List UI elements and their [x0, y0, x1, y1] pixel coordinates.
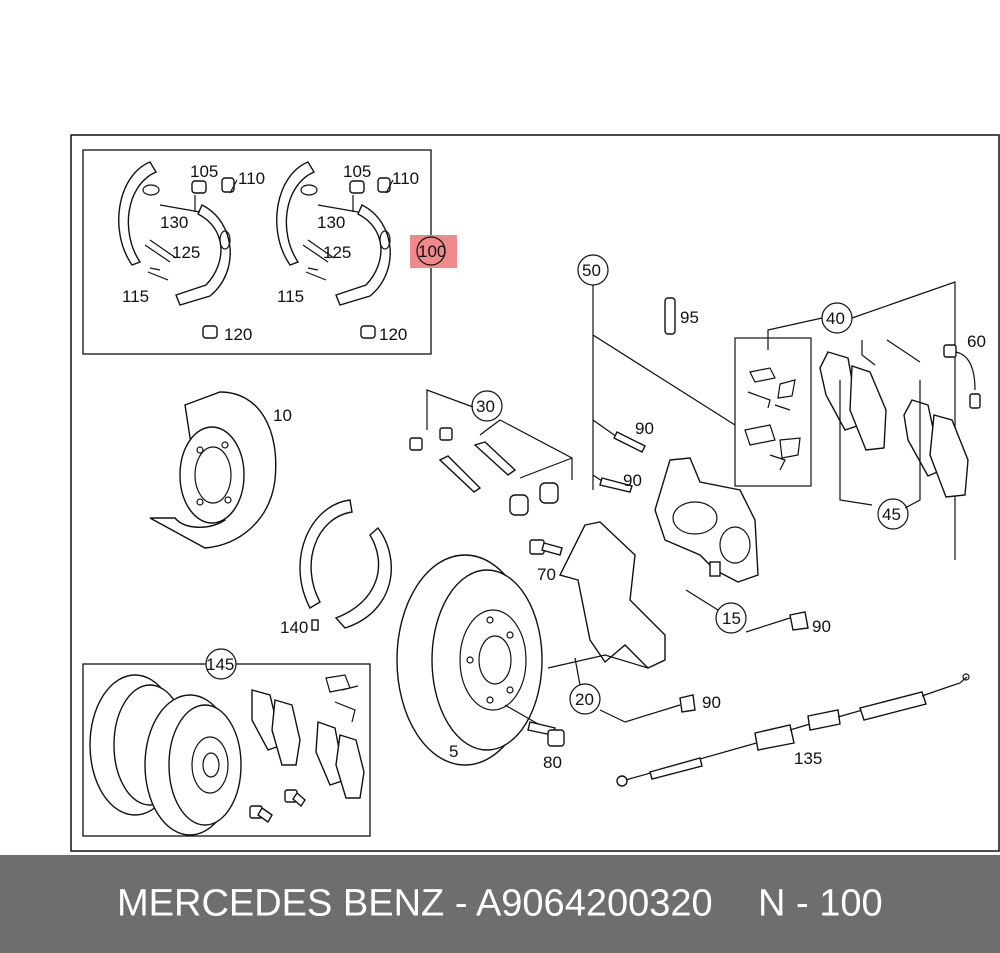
label-130-right: 130	[317, 213, 345, 232]
brake-pads-upper	[819, 351, 887, 451]
pad-clips	[744, 367, 801, 471]
parking-brake-cable	[616, 673, 970, 787]
clip-kit-box	[734, 337, 812, 487]
label-90-c: 90	[812, 617, 831, 636]
label-125-left: 125	[172, 243, 200, 262]
callout-50[interactable]: 50	[582, 261, 601, 280]
label-90-a: 90	[635, 419, 654, 438]
hardware-group-30	[409, 389, 573, 516]
label-120-left: 120	[224, 325, 252, 344]
footer-part-number: MERCEDES BENZ - A9064200320	[117, 882, 713, 925]
label-5: 5	[449, 742, 458, 761]
brake-shoes	[299, 499, 392, 631]
callout-145[interactable]: 145	[206, 655, 234, 674]
label-90-b: 90	[623, 471, 642, 490]
shoe-set-right	[276, 161, 394, 339]
label-115-left: 115	[122, 287, 149, 306]
callout-30-circle	[471, 390, 503, 422]
bolt-80	[527, 721, 565, 747]
brake-pads-lower	[903, 399, 969, 498]
kit-145-pads	[251, 674, 365, 799]
highlight-100	[410, 235, 457, 268]
label-80: 80	[543, 753, 562, 772]
brake-disc	[396, 554, 543, 766]
label-60: 60	[967, 332, 986, 351]
kit-145-discs	[89, 674, 242, 836]
label-10: 10	[273, 406, 292, 425]
callout-30[interactable]: 30	[476, 397, 495, 416]
footer-position: N - 100	[758, 882, 883, 925]
bolt-70	[529, 539, 563, 556]
callout-40[interactable]: 40	[826, 309, 845, 328]
label-110-right: 110	[392, 169, 419, 188]
wear-sensor	[943, 344, 981, 409]
callout-100[interactable]: 100	[418, 242, 446, 261]
label-70: 70	[537, 565, 556, 584]
backing-plate	[149, 391, 277, 549]
callout-20[interactable]: 20	[575, 690, 594, 709]
footer-bar: MERCEDES BENZ - A9064200320 N - 100	[0, 855, 1000, 953]
label-120-right: 120	[379, 325, 407, 344]
label-90-d: 90	[702, 693, 721, 712]
label-135: 135	[794, 749, 822, 768]
brake-parts-diagram: 105 110 130 125 115 120 105 110 130 125 …	[70, 134, 1000, 852]
callout-45[interactable]: 45	[882, 505, 901, 524]
label-140: 140	[280, 618, 308, 637]
label-115-right: 115	[277, 287, 304, 306]
label-105-left: 105	[190, 162, 218, 181]
diagram-frame	[70, 134, 1000, 852]
label-110-left: 110	[238, 169, 265, 188]
shoe-set-left	[118, 161, 238, 339]
label-105-right: 105	[343, 162, 371, 181]
kit-145-bolts	[249, 789, 306, 824]
caliper-housing	[654, 457, 759, 583]
bleeder-screw	[664, 297, 676, 335]
caliper-bracket	[558, 521, 666, 669]
label-130-left: 130	[160, 213, 188, 232]
callout-15[interactable]: 15	[722, 609, 741, 628]
label-95: 95	[680, 308, 699, 327]
label-125-right: 125	[323, 243, 351, 262]
bolts-90-upper	[599, 431, 646, 493]
